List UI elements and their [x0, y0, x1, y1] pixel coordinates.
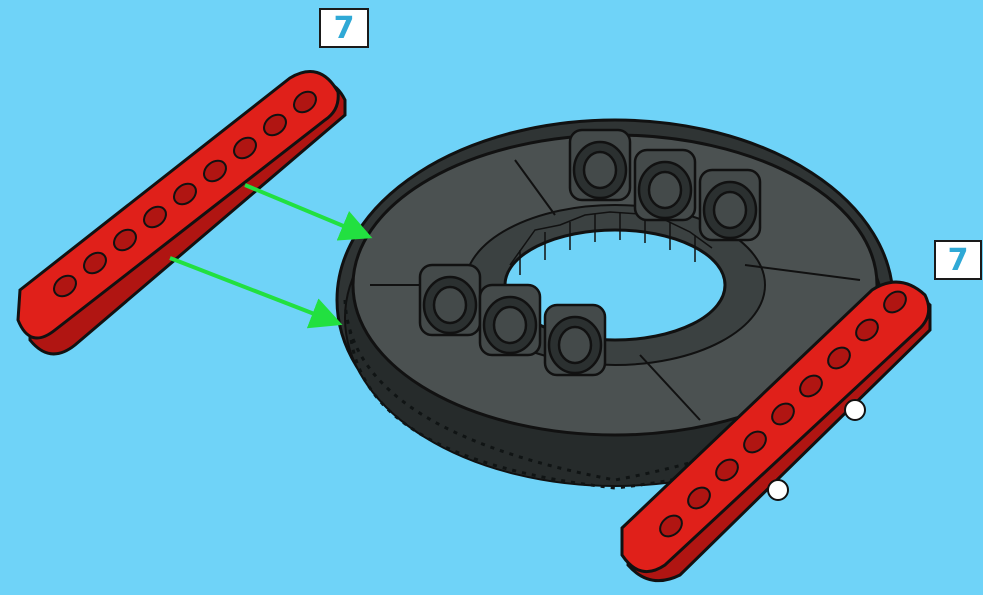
beam-left-icon [18, 72, 345, 354]
quantity-callout-left: 7 [319, 8, 369, 48]
quantity-label: 7 [334, 11, 355, 46]
quantity-label: 7 [948, 243, 969, 278]
quantity-callout-right: 7 [934, 240, 982, 280]
